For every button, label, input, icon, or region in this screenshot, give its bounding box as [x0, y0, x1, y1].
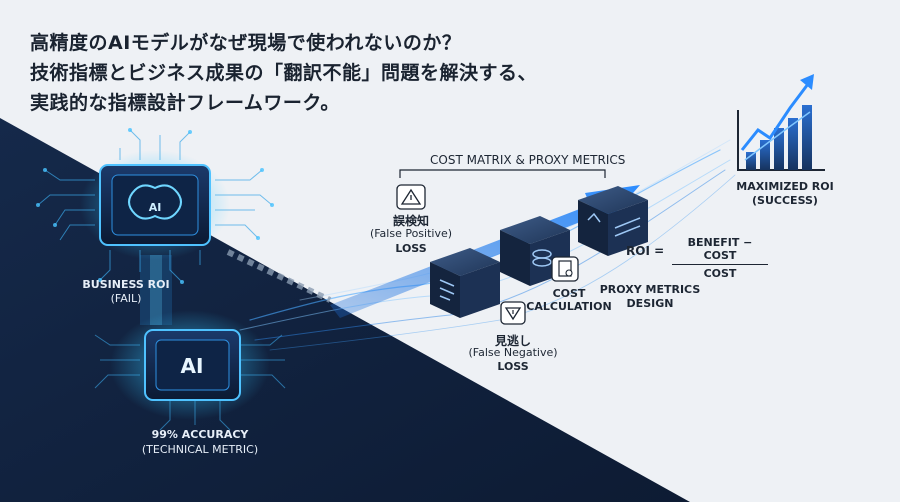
bottom-chip-text: AI	[181, 354, 204, 378]
false-positive-en: (False Positive)	[369, 227, 453, 240]
cost-matrix-title: COST MATRIX & PROXY METRICS	[430, 153, 626, 167]
flow-arrow	[330, 185, 640, 318]
proxy-design-label: DESIGN	[626, 297, 674, 310]
fraction-bar	[672, 264, 768, 265]
cost-label: COST	[552, 287, 586, 300]
roi-denominator: COST	[703, 267, 737, 280]
warning-icon	[396, 184, 426, 210]
document-icon	[551, 256, 579, 282]
bottom-ai-chip: AI	[110, 310, 270, 420]
maximized-roi-label: MAXIMIZED ROI	[736, 180, 834, 193]
cube-proxy	[578, 186, 648, 256]
title-line-1: 高精度のAIモデルがなぜ現場で使われないのか？	[30, 32, 462, 54]
top-chip-text: AI	[149, 201, 162, 214]
false-negative-loss: LOSS	[497, 360, 529, 373]
business-roi-label: BUSINESS ROI	[82, 278, 170, 291]
title-line-3: 実践的な指標設計フレームワーク。	[30, 92, 340, 114]
false-positive-loss: LOSS	[395, 242, 427, 255]
calculation-label: CALCULATION	[526, 300, 612, 313]
false-negative-jp: 見逃し	[494, 334, 531, 348]
false-negative-en: (False Negative)	[468, 346, 558, 359]
success-label: (SUCCESS)	[752, 194, 818, 207]
matrix-bracket	[399, 169, 606, 178]
cube-cost	[500, 216, 570, 286]
title-line-2: 技術指標とビジネス成果の「翻訳不能」問題を解決する、	[30, 62, 538, 84]
accuracy-sub-label: (TECHNICAL METRIC)	[141, 443, 259, 456]
top-ai-chip: AI	[80, 150, 230, 260]
roi-chart-icon	[737, 74, 825, 171]
business-roi-status: (FAIL)	[110, 292, 142, 305]
false-positive-jp: 誤検知	[392, 214, 429, 228]
roi-numerator: BENEFIT − COST	[687, 236, 753, 262]
cube-matrix	[430, 248, 500, 318]
roi-fraction: BENEFIT − COST COST	[672, 236, 768, 280]
miss-alert-icon	[500, 301, 526, 325]
accuracy-label: 99% ACCURACY	[151, 428, 249, 441]
proxy-metrics-label: PROXY METRICS	[599, 283, 701, 296]
roi-equals-label: ROI =	[626, 244, 665, 258]
